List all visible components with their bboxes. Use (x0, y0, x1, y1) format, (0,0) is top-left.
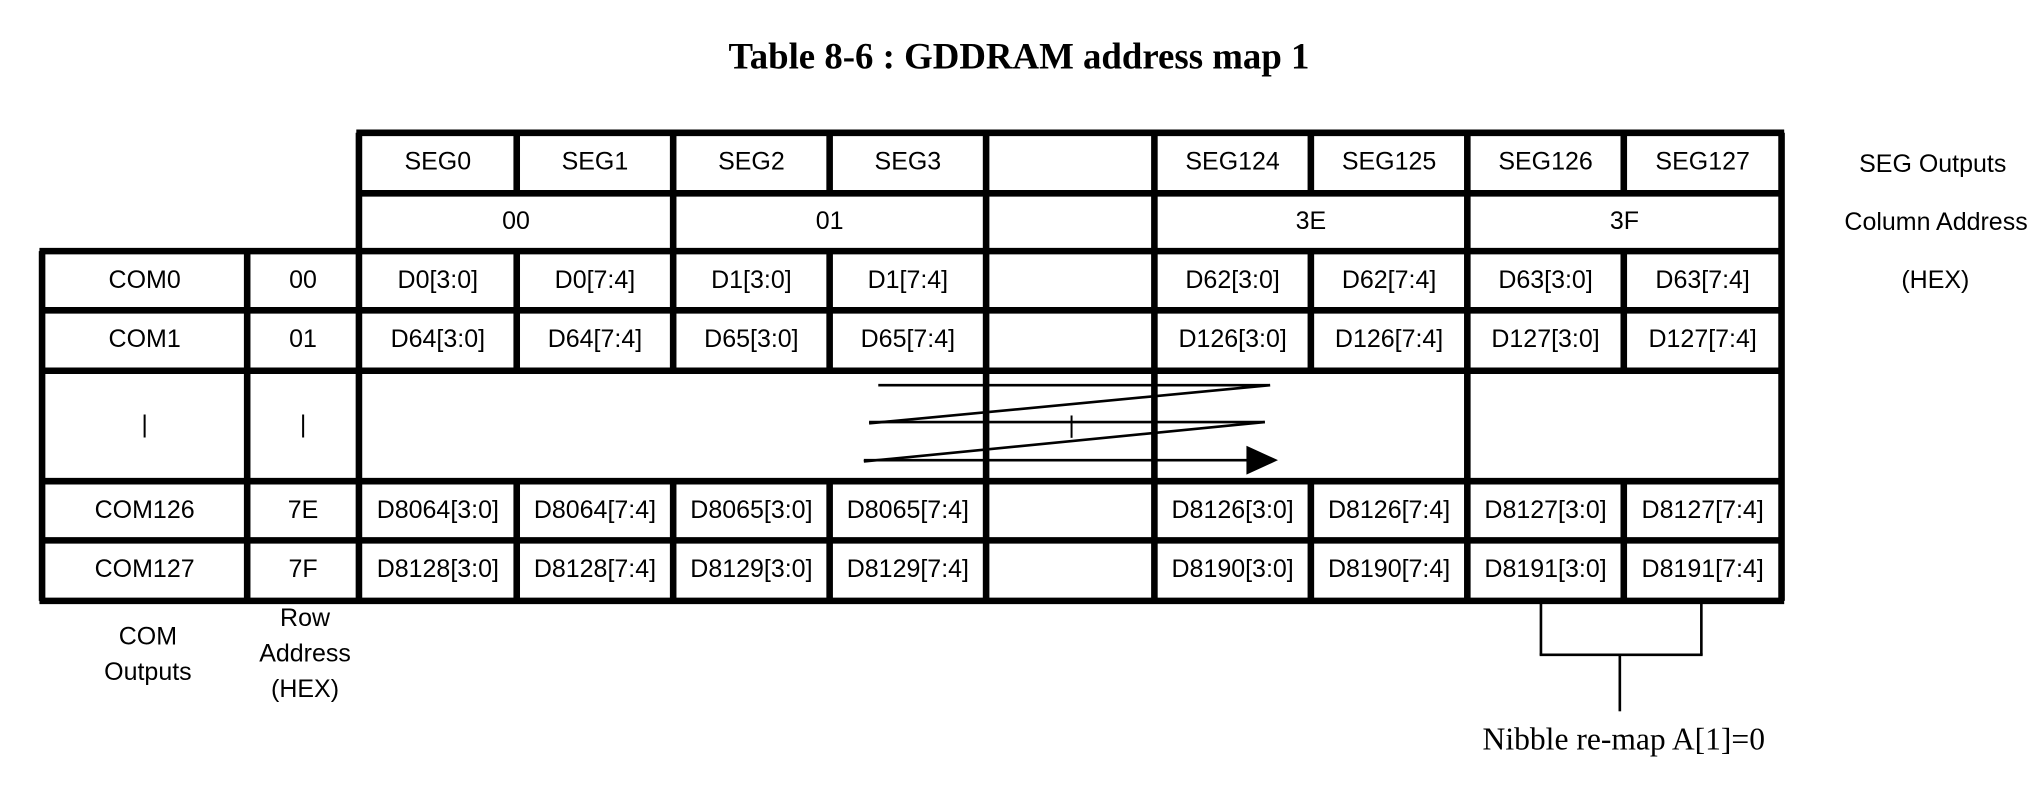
data-cell: D126[7:4] (1334, 326, 1444, 354)
data-cell: D8191[7:4] (1641, 556, 1764, 584)
column-address: 3F (1609, 207, 1640, 236)
data-cell: D127[3:0] (1491, 326, 1600, 354)
data-cell: D63[7:4] (1655, 266, 1750, 294)
com-label: COM1 (108, 326, 181, 354)
column-address: 00 (502, 207, 530, 236)
data-cell: D8127[7:4] (1641, 496, 1764, 524)
data-cell: D8064[7:4] (533, 496, 657, 524)
data-cell: D8128[3:0] (376, 556, 499, 584)
data-cell: D126[3:0] (1178, 326, 1287, 354)
data-cell: D8129[7:4] (846, 556, 969, 584)
com-label: COM0 (108, 266, 181, 294)
seg-header: SEG125 (1341, 148, 1437, 177)
data-cell: D1[7:4] (867, 266, 949, 294)
com-label: | (141, 411, 148, 440)
data-cell: D8065[3:0] (690, 496, 813, 524)
com-outputs-label: COM Outputs (104, 623, 192, 687)
data-cell: D62[7:4] (1341, 266, 1437, 294)
column-address-hex-label: (HEX) (1901, 266, 1970, 295)
data-cell: D8190[7:4] (1327, 556, 1451, 584)
column-address: 3E (1295, 207, 1327, 236)
row-address-label: Row Address (HEX) (259, 604, 351, 704)
row-address: 00 (289, 266, 317, 294)
seg-header: SEG126 (1498, 148, 1593, 177)
seg-outputs-label: SEG Outputs (1859, 151, 2007, 179)
data-cell: D65[7:4] (860, 326, 956, 354)
data-cell: D8190[3:0] (1171, 556, 1294, 584)
seg-header: SEG124 (1185, 148, 1280, 177)
data-cell: D8064[3:0] (376, 496, 499, 524)
table-title: Table 8-6 : GDDRAM address map 1 (728, 36, 1310, 78)
data-cell: D8127[3:0] (1484, 496, 1607, 524)
scan-direction-arrow (863, 383, 1278, 475)
row-address: 7F (288, 556, 318, 584)
column-address: 01 (815, 207, 844, 236)
com-label: COM126 (94, 496, 195, 524)
row-address: 7E (287, 496, 319, 524)
data-cell: D8128[7:4] (533, 556, 657, 584)
data-cell: D8126[7:4] (1327, 496, 1451, 524)
data-cell: D127[7:4] (1648, 326, 1757, 354)
data-cell: D8129[3:0] (690, 556, 813, 584)
data-cell: D8191[3:0] (1484, 556, 1607, 584)
data-cell: D8126[3:0] (1171, 496, 1294, 524)
row-address: | (299, 411, 307, 440)
seg-header: SEG0 (404, 148, 472, 177)
com-label: COM127 (94, 556, 195, 584)
data-cell: D1[3:0] (711, 266, 792, 294)
column-address-label: Column Address (1844, 209, 2028, 237)
seg-header: SEG127 (1655, 148, 1750, 177)
seg-header: SEG1 (561, 148, 629, 177)
data-cell: D0[3:0] (397, 266, 479, 294)
data-cell: D64[3:0] (390, 326, 486, 354)
data-cell: D63[3:0] (1498, 266, 1593, 294)
seg-header: SEG2 (718, 148, 785, 177)
data-cell: D8065[7:4] (846, 496, 969, 524)
nibble-remap-note: Nibble re-map A[1]=0 (1482, 723, 1765, 758)
data-cell: D62[3:0] (1185, 266, 1280, 294)
data-cell: D65[3:0] (704, 326, 799, 354)
seg-header: SEG3 (874, 148, 942, 177)
row-address: 01 (289, 326, 317, 354)
data-cell: D0[7:4] (554, 266, 636, 294)
nibble-bracket (1539, 603, 1703, 712)
data-cell: D64[7:4] (547, 326, 643, 354)
